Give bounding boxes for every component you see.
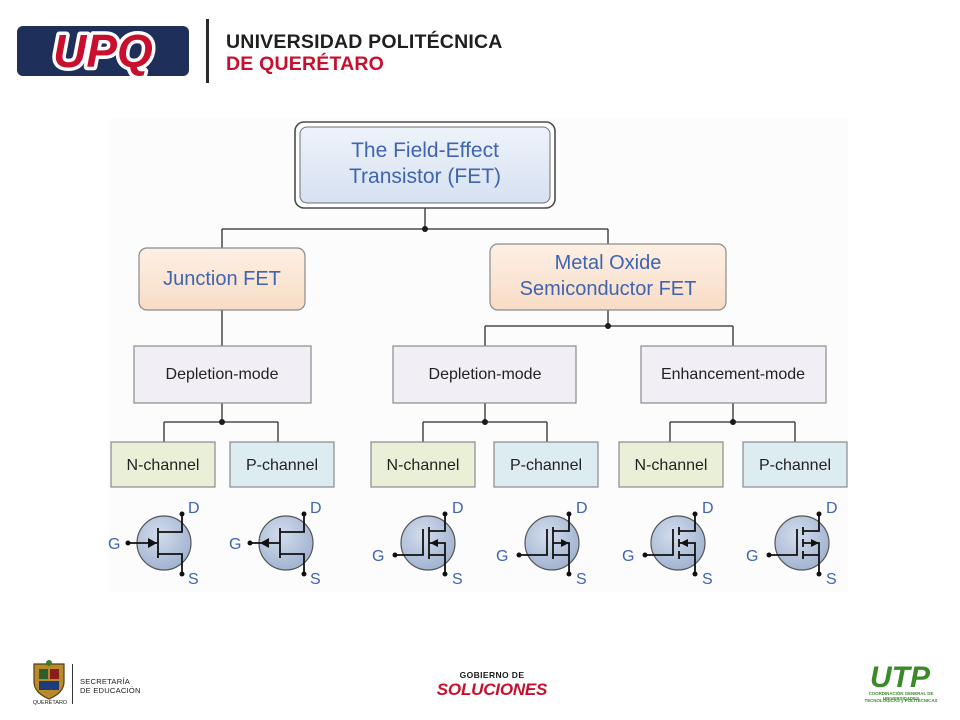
gobierno-label: GOBIERNO DE — [459, 670, 525, 680]
secretaria-line1: SECRETARÍA — [80, 677, 130, 686]
footer-divider — [72, 664, 73, 704]
upq-logo: UPQ UPQ — [17, 22, 189, 81]
svg-text:N-channel: N-channel — [635, 457, 708, 474]
svg-text:G: G — [622, 548, 634, 565]
svg-text:UPQ: UPQ — [53, 25, 153, 77]
n-channel-enhancement-mosfet-symbol: D G S — [622, 500, 714, 588]
p-channel-enhancement-mosfet-symbol: D G S — [746, 500, 838, 588]
svg-text:S: S — [452, 571, 463, 588]
svg-text:D: D — [188, 500, 200, 517]
secretaria-line2: DE EDUCACIÓN — [80, 686, 141, 696]
svg-text:S: S — [702, 571, 713, 588]
p-channel-depletion-mosfet-symbol: D G S — [496, 500, 588, 588]
svg-text:G: G — [746, 548, 758, 565]
queretaro-shield-icon — [33, 660, 65, 700]
channel-n-mos-enhancement: N-channel — [618, 441, 724, 488]
mosfet-node: Metal Oxide Semiconductor FET — [489, 243, 727, 311]
channel-p-jfet: P-channel — [229, 441, 335, 488]
junction-dots — [219, 226, 736, 425]
utp-logo: UTP — [870, 661, 931, 692]
channel-p-mos-depletion: P-channel — [493, 441, 599, 488]
upq-logo-text: UPQ — [53, 25, 153, 77]
svg-text:D: D — [452, 500, 464, 517]
svg-text:N-channel: N-channel — [127, 457, 200, 474]
mosfet-label-line2: Semiconductor FET — [520, 278, 697, 300]
svg-text:G: G — [108, 536, 120, 553]
svg-text:P-channel: P-channel — [510, 457, 582, 474]
svg-text:P-channel: P-channel — [759, 457, 831, 474]
mosfet-enhancement-mode-node: Enhancement-mode — [640, 345, 827, 404]
svg-text:D: D — [702, 500, 714, 517]
p-channel-jfet-symbol: D G S — [229, 500, 322, 588]
svg-text:G: G — [372, 548, 384, 565]
soluciones-logo: SOLUCIONES — [436, 680, 548, 699]
svg-text:D: D — [826, 500, 838, 517]
fet-classification-diagram: The Field-Effect Transistor (FET) Juncti… — [108, 118, 848, 592]
utp-caption-line1: COORDINACIÓN GENERAL DE UNIVERSIDADES — [868, 691, 934, 702]
junction-fet-node: Junction FET — [138, 247, 306, 311]
svg-text:G: G — [496, 548, 508, 565]
svg-text:S: S — [310, 571, 321, 588]
university-name-line1: UNIVERSIDAD POLITÉCNICA — [226, 31, 503, 53]
svg-text:D: D — [576, 500, 588, 517]
n-channel-depletion-mosfet-symbol: D G S — [372, 500, 464, 588]
svg-text:S: S — [826, 571, 837, 588]
channel-n-mos-depletion: N-channel — [370, 441, 476, 488]
fet-root-node: The Field-Effect Transistor (FET) — [294, 121, 556, 209]
header-divider — [206, 19, 209, 83]
svg-text:D: D — [310, 500, 322, 517]
svg-text:Depletion-mode: Depletion-mode — [166, 366, 279, 383]
fet-root-title-line2: Transistor (FET) — [349, 165, 501, 188]
svg-text:P-channel: P-channel — [246, 457, 318, 474]
svg-text:UTP: UTP — [870, 661, 931, 692]
university-name-line2: DE QUERÉTARO — [226, 53, 385, 75]
svg-text:S: S — [188, 571, 199, 588]
svg-text:S: S — [576, 571, 587, 588]
svg-text:G: G — [229, 536, 241, 553]
fet-root-title-line1: The Field-Effect — [351, 139, 499, 162]
secretaria-educacion-label: SECRETARÍA DE EDUCACIÓN — [80, 677, 141, 695]
svg-text:Depletion-mode: Depletion-mode — [429, 366, 542, 383]
mosfet-depletion-mode-node: Depletion-mode — [392, 345, 577, 404]
connector-lines — [163, 208, 796, 442]
mosfet-label-line1: Metal Oxide — [555, 252, 662, 274]
utp-caption-line2: TECNOLÓGICAS y POLITÉCNICAS — [864, 698, 938, 703]
svg-text:N-channel: N-channel — [387, 457, 460, 474]
jfet-depletion-mode-node: Depletion-mode — [133, 345, 312, 404]
channel-n-jfet: N-channel — [110, 441, 216, 488]
queretaro-label: QUERÉTARO — [32, 700, 68, 706]
n-channel-jfet-symbol: D G S — [108, 500, 200, 588]
junction-fet-label: Junction FET — [163, 268, 281, 290]
svg-text:Enhancement-mode: Enhancement-mode — [661, 366, 805, 383]
channel-p-mos-enhancement: P-channel — [742, 441, 848, 488]
